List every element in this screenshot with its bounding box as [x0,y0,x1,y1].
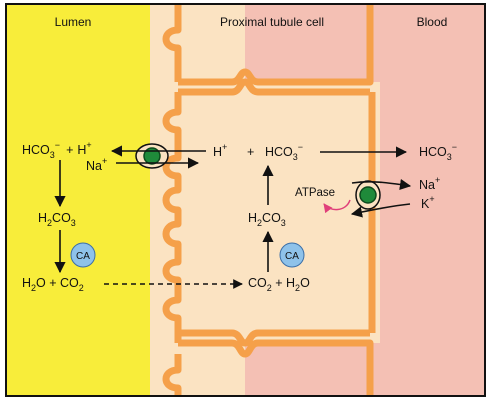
cell-junction-blood-top [245,4,380,82]
cell-junction-blood-bottom [245,343,380,396]
lumen-hco3: HCO3−+H+ [22,140,92,160]
lumen-na: Na+ [86,156,107,173]
cell-ca-label: CA [285,251,299,262]
header-blood: Blood [417,15,448,29]
blood-hco3: HCO3− [419,142,457,162]
cell-h2co3: H2CO3 [248,211,286,228]
k-influx-arrow [350,203,411,218]
lumen-region [6,4,166,396]
cell-carbonic-anhydrase [279,242,305,268]
cell-co2-h2o: CO2 + H2O [248,276,310,293]
lumen-h2co3: H2CO3 [38,211,76,228]
blood-region [380,4,485,396]
cell-outline-bottom [178,339,374,396]
cell-h-plus: H+ [213,142,227,159]
lumen-carbonic-anhydrase [70,242,96,268]
lumen-h2o-co2: H2O + CO2 [22,276,84,293]
cell-plus: + [247,145,254,159]
nhe-transporter [143,147,161,165]
apical-membrane [162,4,182,396]
na-efflux-arrow [351,178,412,191]
header-cell: Proximal tubule cell [220,15,324,29]
neighbor-cell-bottom-edge [178,329,370,347]
atpase-arrow [323,199,351,214]
blood-k: K+ [421,194,435,211]
header-lumen: Lumen [55,15,92,29]
diagram-border [5,3,486,397]
neighbor-cell-top-edge [178,78,370,96]
lumen-ca-label: CA [76,251,90,262]
cell-hco3: HCO3− [265,142,303,162]
blood-na: Na+ [419,175,440,192]
cell-outline-top [178,4,374,86]
na-k-pump [359,186,377,204]
atpase-label: ATPase [295,187,335,199]
